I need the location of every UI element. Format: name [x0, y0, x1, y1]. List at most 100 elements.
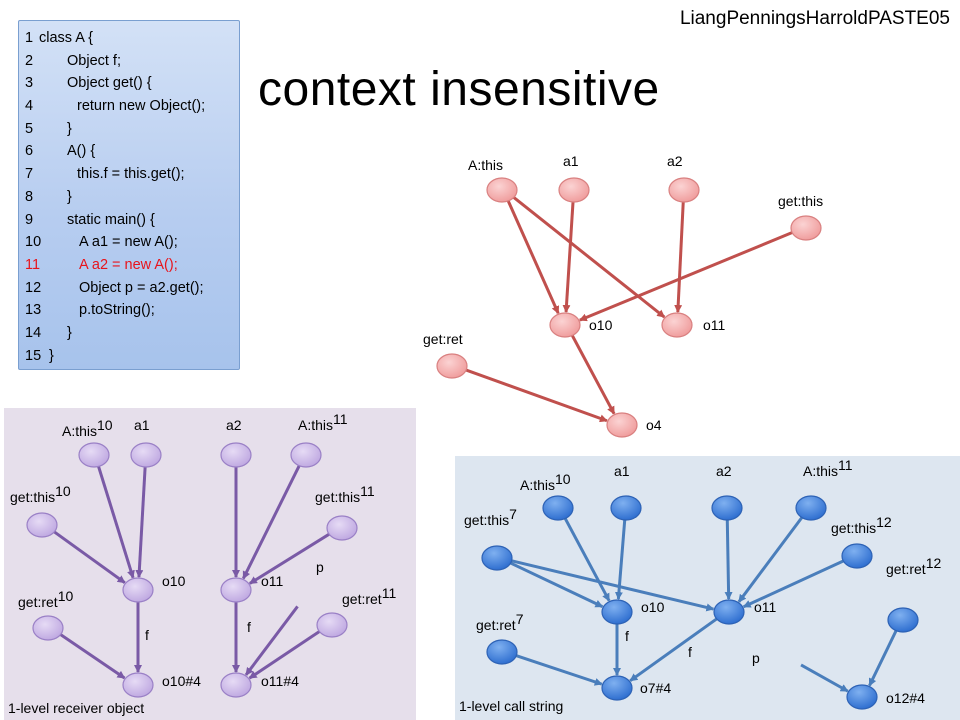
- graph-node: [790, 215, 822, 241]
- graph-node: [122, 577, 154, 603]
- node-label: get:this10: [10, 483, 71, 505]
- code-line-text: }: [67, 120, 72, 137]
- edge-label: f: [625, 628, 629, 644]
- code-line-number: 8: [25, 188, 34, 205]
- graph-edge: [562, 200, 575, 314]
- graph-node: [436, 353, 468, 379]
- code-line-number: 15: [25, 347, 42, 364]
- graph-edge: [242, 463, 302, 580]
- node-label: get:this11: [315, 483, 375, 505]
- node-label: a2: [226, 417, 242, 433]
- code-line-number: 6: [25, 143, 34, 160]
- node-label: a2: [667, 153, 683, 169]
- graph-edge: [135, 465, 147, 579]
- code-line-number: 12: [25, 279, 42, 296]
- graph-edge: [508, 561, 604, 609]
- node-label-superscript: 10: [55, 483, 71, 499]
- node-label: o7#4: [640, 680, 671, 696]
- graph-node: [601, 675, 633, 701]
- node-label-superscript: 7: [516, 611, 524, 627]
- node-label: get:ret10: [18, 588, 73, 610]
- graph-node: [122, 672, 154, 698]
- node-label: o11: [754, 599, 777, 615]
- graph-edge: [248, 629, 322, 680]
- code-line: 13 p.toString();: [25, 299, 239, 322]
- graph-node: [668, 177, 700, 203]
- graph-node: [542, 495, 574, 521]
- graph-node: [78, 442, 110, 468]
- graph-node: [32, 615, 64, 641]
- graph-edge: [244, 605, 299, 676]
- graph-node: [290, 442, 322, 468]
- callstring-panel-caption: 1-level call string: [459, 698, 564, 714]
- code-line-text: p.toString();: [79, 302, 155, 319]
- graph-edge: [506, 199, 560, 315]
- code-line-text: }: [67, 188, 72, 205]
- node-label: get:ret: [423, 331, 463, 347]
- graph-node: [887, 607, 919, 633]
- code-line-number: 1: [25, 30, 34, 46]
- node-label: o10: [641, 599, 665, 615]
- graph-edge: [52, 529, 126, 584]
- code-line-text: class A {: [39, 30, 94, 46]
- code-line-text: A a1 = new A();: [79, 234, 178, 251]
- node-label: o10: [162, 573, 186, 589]
- node-label: A:this11: [298, 411, 348, 433]
- code-line-number: 9: [25, 211, 34, 228]
- code-line-text: static main() {: [67, 211, 155, 228]
- graph-node: [316, 612, 348, 638]
- node-label: A:this10: [520, 471, 571, 493]
- edge-label: p: [316, 559, 324, 575]
- node-label: A:this: [468, 157, 503, 173]
- node-label: a1: [563, 153, 579, 169]
- slide-title: context insensitive: [258, 63, 660, 116]
- code-line-number: 13: [25, 302, 42, 319]
- graph-node: [26, 512, 58, 538]
- graph-node: [661, 312, 693, 338]
- node-label-superscript: 10: [58, 588, 74, 604]
- node-label: o4: [646, 417, 662, 433]
- node-label-superscript: 11: [838, 457, 853, 473]
- graph-edge: [514, 653, 603, 686]
- graph-node: [481, 545, 513, 571]
- code-line-number: 2: [25, 52, 34, 69]
- graph-edge: [563, 516, 611, 602]
- node-label-superscript: 7: [509, 506, 517, 522]
- graph-node: [558, 177, 590, 203]
- edge-label: f: [247, 619, 251, 635]
- graph-node: [486, 639, 518, 665]
- code-line-text: Object p = a2.get();: [79, 279, 204, 296]
- node-label: get:ret11: [342, 585, 396, 607]
- code-line-text: Object get() {: [67, 75, 152, 92]
- node-label-superscript: 10: [555, 471, 571, 487]
- code-line: 15}: [25, 345, 239, 368]
- graph-node: [610, 495, 642, 521]
- code-line-text: }: [49, 347, 54, 364]
- graph-node: [713, 599, 745, 625]
- graph-node: [486, 177, 518, 203]
- node-label: o10#4: [162, 673, 201, 689]
- node-label: o10: [589, 317, 613, 333]
- node-label: get:ret7: [476, 611, 524, 633]
- edge-label: f: [688, 644, 692, 660]
- code-line: 5}: [25, 118, 239, 141]
- node-label: A:this11: [803, 457, 853, 479]
- code-line: 1 class A {: [25, 27, 239, 50]
- edge-label: f: [145, 627, 149, 643]
- code-line-number: 14: [25, 324, 42, 341]
- graph-edge: [464, 368, 608, 423]
- node-label: get:this7: [464, 506, 517, 528]
- graph-edge: [578, 230, 795, 322]
- node-label-superscript: 10: [97, 417, 113, 433]
- graph-node: [846, 684, 878, 710]
- node-label: o11: [703, 317, 726, 333]
- receiver-object-panel: [4, 408, 416, 720]
- edge-label: p: [752, 650, 760, 666]
- node-label: o12#4: [886, 690, 925, 706]
- graph-edge: [511, 195, 666, 319]
- node-label: o11#4: [261, 673, 299, 689]
